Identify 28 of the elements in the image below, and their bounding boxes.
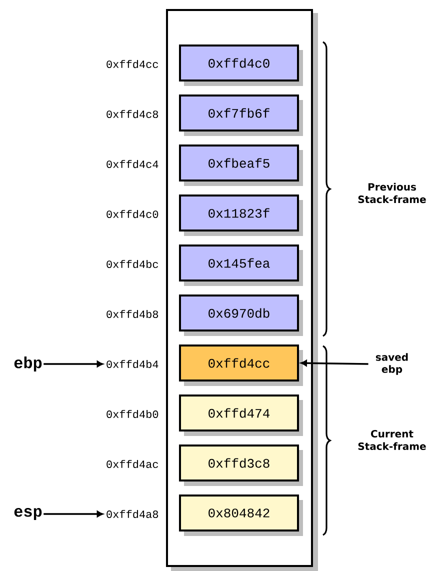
memory-cell: 0xf7fb6f [179,94,303,136]
memory-cell: 0x6970db [179,294,303,336]
address-label: 0xffd4bc [106,260,158,268]
address-label: 0xffd4b8 [106,310,158,318]
address-label: 0xffd4c0 [106,210,158,218]
memory-cell: 0xfbeaf5 [179,144,303,186]
memory-cell: 0xffd474 [179,394,303,436]
memory-cell: 0xffd4cc [179,344,303,386]
memory-cell: 0xffd4c0 [179,44,303,86]
frame-label: Current Stack-frame [358,430,426,450]
address-label: 0xffd4c4 [106,160,158,168]
pointer-label: saved ebp [376,353,408,375]
memory-cell: 0xffd3c8 [179,444,303,486]
arrow [44,360,104,368]
register-name: esp [14,508,42,520]
address-label: 0xffd4cc [106,60,158,68]
memory-cell: 0x145fea [179,244,303,286]
address-label: 0xffd4ac [106,460,158,468]
arrow [300,360,368,366]
register-name: ebp [14,356,42,372]
arrow [44,510,104,518]
frame-label: Previous Stack-frame [358,182,426,204]
address-label: 0xffd4a8 [106,510,158,518]
memory-cell: 0x11823f [179,194,303,236]
address-label: 0xffd4b4 [106,360,158,368]
address-label: 0xffd4c8 [106,110,158,118]
address-label: 0xffd4b0 [106,410,158,418]
memory-cell: 0x804842 [179,494,303,536]
